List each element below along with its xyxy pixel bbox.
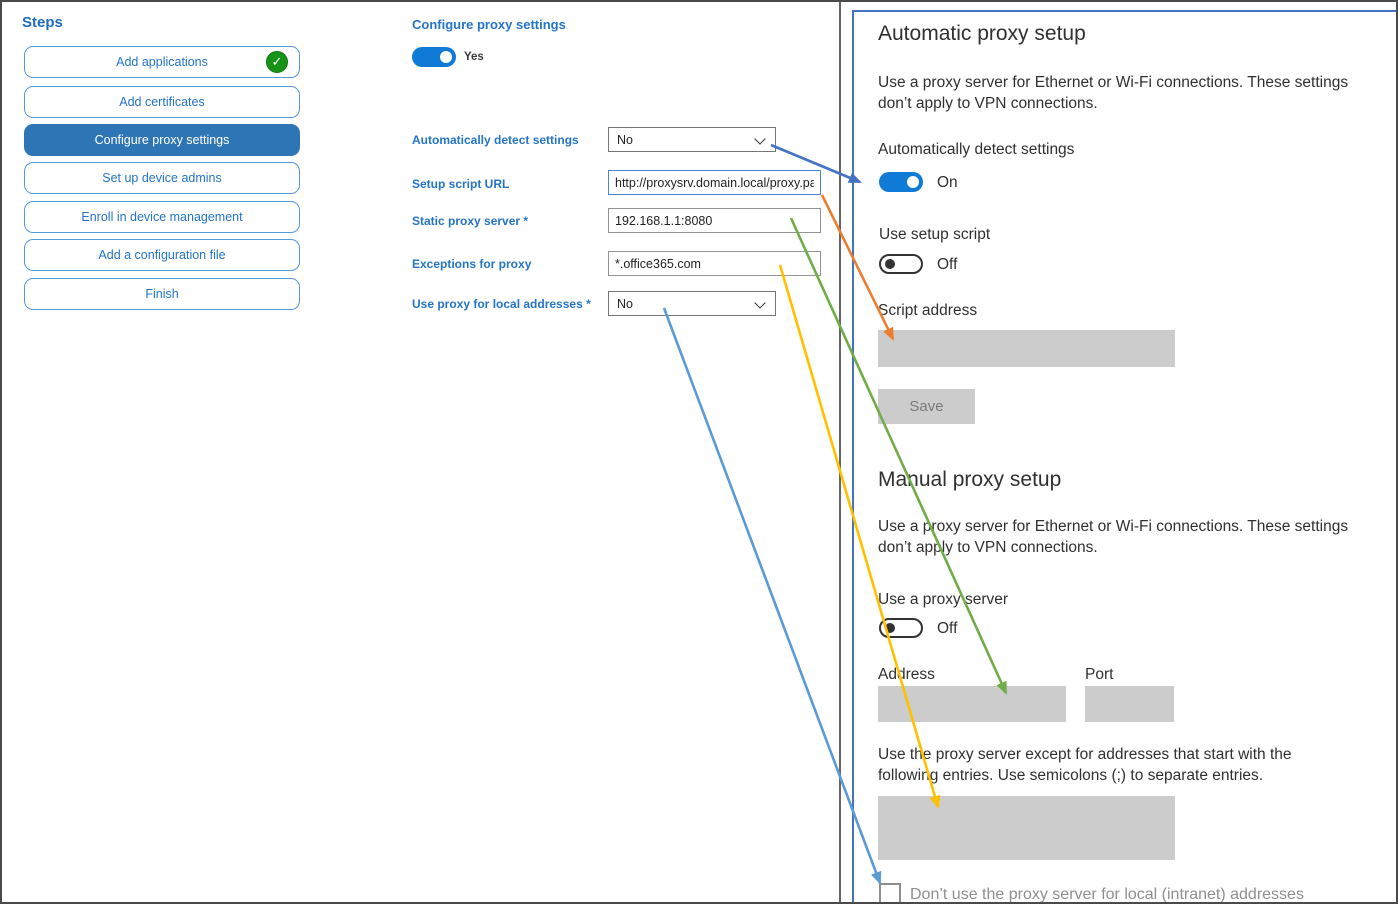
auto-detect-select[interactable]: No [608,127,776,152]
address-label: Address [878,666,935,683]
detect-settings-state: On [937,174,958,191]
save-button[interactable]: Save [878,389,975,424]
vertical-divider [839,2,841,902]
step-label: Add applications [116,55,208,69]
toggle-knob [907,176,919,188]
configure-proxy-toggle-state: Yes [464,51,484,63]
step-label: Set up device admins [102,171,222,185]
automatic-proxy-heading: Automatic proxy setup [878,22,1086,45]
local-addresses-select[interactable]: No [608,291,776,316]
step-label: Enroll in device management [81,210,243,224]
setup-script-url-label: Setup script URL [412,177,510,191]
step-finish[interactable]: Finish [24,278,300,310]
manual-proxy-description: Use a proxy server for Ethernet or Wi-Fi… [878,518,1349,556]
step-label: Add a configuration file [98,248,226,262]
step-add-certificates[interactable]: Add certificates [24,86,300,118]
selected-value: No [617,296,633,311]
step-label: Finish [145,287,179,301]
step-label: Add certificates [119,95,205,109]
toggle-knob [885,623,895,633]
step-label: Configure proxy settings [94,133,230,147]
setup-script-url-input[interactable] [608,170,821,195]
use-setup-script-toggle[interactable] [879,254,923,274]
address-input[interactable] [878,686,1066,722]
auto-detect-label: Automatically detect settings [412,133,579,147]
script-address-label: Script address [878,302,978,319]
configure-proxy-toggle[interactable] [412,47,456,67]
step-enroll-device-management[interactable]: Enroll in device management [24,201,300,233]
proxy-exceptions-input[interactable] [608,251,821,276]
chevron-down-icon [754,297,766,309]
exceptions-textarea[interactable] [878,796,1175,860]
use-proxy-server-toggle[interactable] [879,618,923,638]
detect-settings-toggle[interactable] [879,172,923,192]
step-add-configuration-file[interactable]: Add a configuration file [24,239,300,271]
local-addresses-mapping-arrow [662,307,882,885]
step-add-applications[interactable]: Add applications ✓ [24,46,300,78]
detect-settings-label: Automatically detect settings [878,141,1075,158]
selected-value: No [617,132,633,147]
toggle-knob [885,259,895,269]
static-proxy-input[interactable] [608,208,821,233]
proxy-exceptions-label: Exceptions for proxy [412,257,532,271]
chevron-down-icon [754,133,766,145]
port-label: Port [1085,666,1114,683]
step-configure-proxy-settings[interactable]: Configure proxy settings [24,124,300,156]
step-set-up-device-admins[interactable]: Set up device admins [24,162,300,194]
completed-check-icon: ✓ [266,51,288,73]
static-proxy-label: Static proxy server * [412,214,529,228]
steps-heading: Steps [22,14,63,31]
use-proxy-server-label: Use a proxy server [878,591,1009,608]
use-proxy-server-state: Off [937,620,958,637]
port-input[interactable] [1085,686,1174,722]
use-setup-script-label: Use setup script [879,226,991,243]
manual-proxy-heading: Manual proxy setup [878,468,1062,491]
script-address-input[interactable] [878,330,1175,367]
automatic-proxy-description: Use a proxy server for Ethernet or Wi-Fi… [878,74,1349,112]
local-addresses-label: Use proxy for local addresses * [412,297,591,311]
form-title: Configure proxy settings [412,17,566,32]
toggle-knob [440,51,452,63]
local-intranet-checkbox[interactable] [879,883,901,902]
local-intranet-checkbox-label: Don’t use the proxy server for local (in… [910,886,1304,903]
exceptions-description: Use the proxy server except for addresse… [878,746,1292,784]
use-setup-script-state: Off [937,256,958,273]
